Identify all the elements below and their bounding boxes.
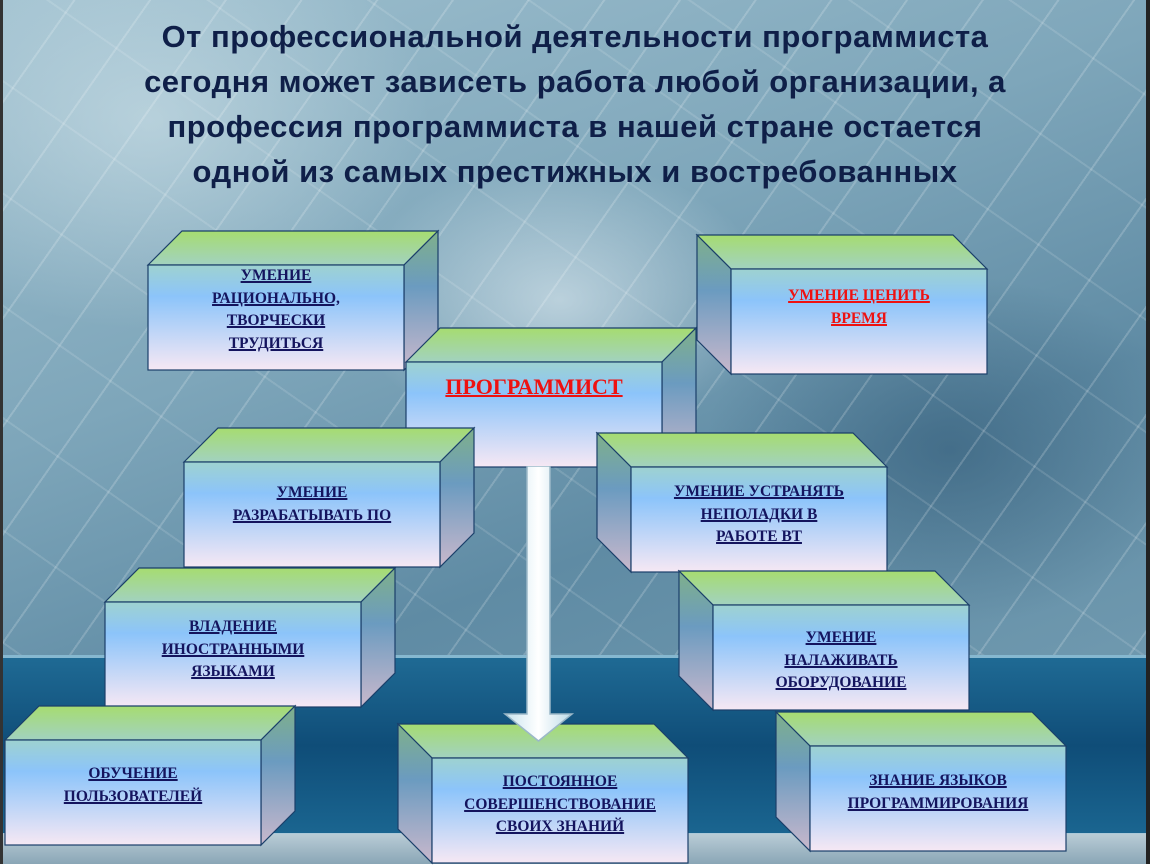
box-fix-issues: УМЕНИЕ УСТРАНЯТЬ НЕПОЛАДКИ В РАБОТЕ ВТ xyxy=(595,431,889,574)
label-line: РАЦИОНАЛЬНО, xyxy=(212,289,340,307)
label-line: ПРОГРАММИСТ xyxy=(445,374,623,399)
box-label: ОБУЧЕНИЕ ПОЛЬЗОВАТЕЛЕЙ xyxy=(5,740,261,845)
label-line: УМЕНИЕ УСТРАНЯТЬ xyxy=(673,483,845,500)
box-foreign-languages: ВЛАДЕНИЕ ИНОСТРАННЫМИ ЯЗЫКАМИ xyxy=(103,566,397,709)
box-3d-shape xyxy=(146,229,440,372)
box-rational-work: УМЕНИЕ РАЦИОНАЛЬНО, ТВОРЧЕСКИ ТРУДИТЬСЯ xyxy=(146,229,440,372)
title-line: сегодня может зависеть работа любой орга… xyxy=(144,64,1006,99)
title-line: одной из самых престижных и востребованн… xyxy=(192,154,958,189)
label-line: ПОСТОЯННОЕ xyxy=(502,773,618,790)
box-label: УМЕНИЕ РАЦИОНАЛЬНО, ТВОРЧЕСКИ ТРУДИТЬСЯ xyxy=(148,265,404,370)
box-label: ПРОГРАММИСТ xyxy=(406,362,662,467)
box-user-training: ОБУЧЕНИЕ ПОЛЬЗОВАТЕЛЕЙ xyxy=(3,704,297,847)
label-line: УМЕНИЕ xyxy=(276,484,348,501)
label-line: ЗНАНИЕ ЯЗЫКОВ xyxy=(869,772,1007,789)
label-line: СВОИХ ЗНАНИЙ xyxy=(495,818,625,835)
box-label: УМЕНИЕ ЦЕНИТЬ ВРЕМЯ xyxy=(731,269,987,374)
label-line: ТВОРЧЕСКИ xyxy=(226,312,326,329)
box-3d-shape xyxy=(595,431,889,574)
label-line: СОВЕРШЕНСТВОВАНИЕ xyxy=(464,795,656,813)
label-line: НАЛАЖИВАТЬ xyxy=(784,651,898,669)
box-setup-hardware: УМЕНИЕ НАЛАЖИВАТЬ ОБОРУДОВАНИЕ xyxy=(677,569,971,712)
title-line: профессия программиста в нашей стране ос… xyxy=(167,109,983,144)
label-line: ПОЛЬЗОВАТЕЛЕЙ xyxy=(63,787,203,805)
label-line: ИНОСТРАННЫМИ xyxy=(161,640,305,658)
box-3d-shape xyxy=(182,426,476,569)
label-line: ВРЕМЯ xyxy=(831,309,887,327)
label-line: ОБУЧЕНИЕ xyxy=(88,765,178,782)
label-line: РАБОТЕ ВТ xyxy=(716,528,802,545)
box-label: УМЕНИЕ НАЛАЖИВАТЬ ОБОРУДОВАНИЕ xyxy=(713,605,969,710)
box-3d-shape xyxy=(677,569,971,712)
label-line: РАЗРАБАТЫВАТЬ ПО xyxy=(232,506,392,524)
label-line: ЯЗЫКАМИ xyxy=(191,663,275,680)
box-develop-software: УМЕНИЕ РАЗРАБАТЫВАТЬ ПО xyxy=(182,426,476,569)
title-line: От профессиональной деятельности програм… xyxy=(161,19,989,54)
box-label: УМЕНИЕ РАЗРАБАТЫВАТЬ ПО xyxy=(184,462,440,567)
label-line: УМЕНИЕ xyxy=(240,267,312,284)
label-line: ОБОРУДОВАНИЕ xyxy=(775,674,907,691)
box-3d-shape xyxy=(695,233,989,376)
label-line: УМЕНИЕ xyxy=(805,629,877,646)
box-self-improvement: ПОСТОЯННОЕ СОВЕРШЕНСТВОВАНИЕ СВОИХ ЗНАНИ… xyxy=(396,722,690,865)
box-value-time: УМЕНИЕ ЦЕНИТЬ ВРЕМЯ xyxy=(695,233,989,376)
label-line: УМЕНИЕ ЦЕНИТЬ xyxy=(788,287,930,304)
label-line: НЕПОЛАДКИ В xyxy=(700,505,818,523)
label-line: ТРУДИТЬСЯ xyxy=(228,334,324,352)
label-line: ПРОГРАММИРОВАНИЯ xyxy=(847,794,1029,812)
label-line: ВЛАДЕНИЕ xyxy=(189,618,277,635)
box-label: УМЕНИЕ УСТРАНЯТЬ НЕПОЛАДКИ В РАБОТЕ ВТ xyxy=(631,467,887,572)
box-label: ВЛАДЕНИЕ ИНОСТРАННЫМИ ЯЗЫКАМИ xyxy=(105,602,361,707)
box-3d-shape xyxy=(774,710,1068,853)
box-label: ПОСТОЯННОЕ СОВЕРШЕНСТВОВАНИЕ СВОИХ ЗНАНИ… xyxy=(432,758,688,863)
box-programming-languages: ЗНАНИЕ ЯЗЫКОВ ПРОГРАММИРОВАНИЯ xyxy=(774,710,1068,853)
down-arrow-icon xyxy=(502,466,575,742)
box-3d-shape xyxy=(3,704,297,847)
box-label: ЗНАНИЕ ЯЗЫКОВ ПРОГРАММИРОВАНИЯ xyxy=(810,746,1066,851)
box-3d-shape xyxy=(103,566,397,709)
box-3d-shape xyxy=(396,722,690,865)
slide-title: От профессиональной деятельности програм… xyxy=(40,14,1110,194)
